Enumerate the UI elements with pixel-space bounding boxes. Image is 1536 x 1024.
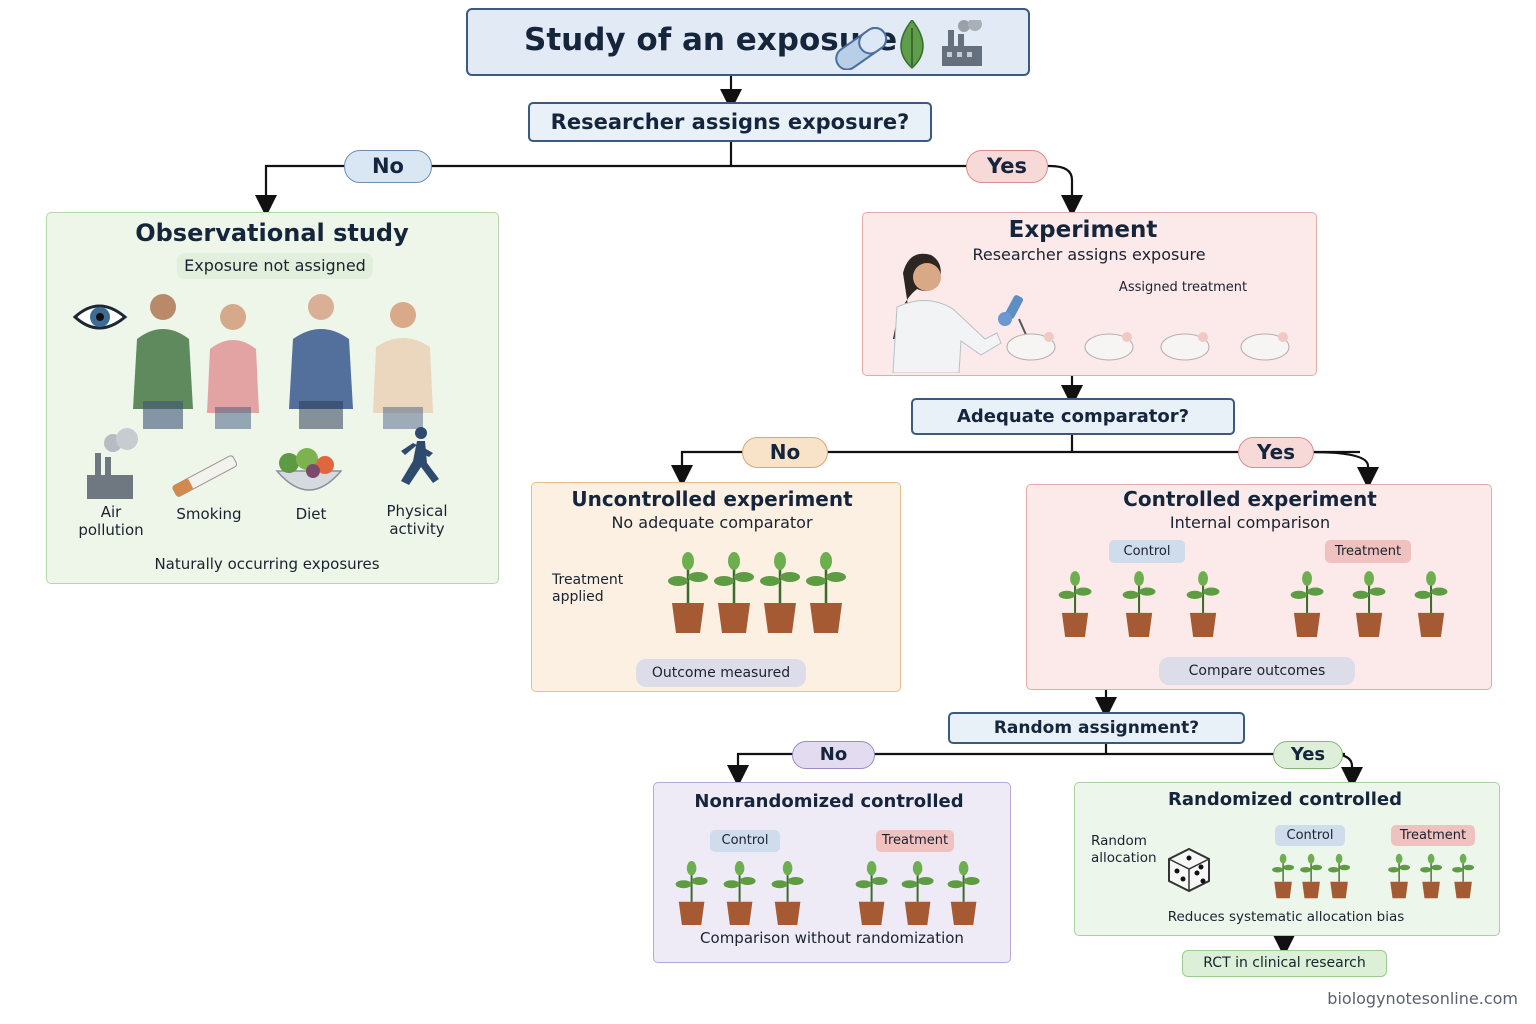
plant-pot-icon [947, 861, 980, 925]
question-researcher-assigns: Researcher assigns exposure? [528, 102, 932, 142]
nonrandomized-footer: Comparison without randomization [700, 929, 964, 947]
randomized-plants [1272, 853, 1475, 899]
nonrandomized-plants [675, 861, 980, 925]
uncontrolled-subtitle: No adequate comparator [611, 513, 813, 532]
plant-pot-icon [901, 861, 934, 925]
eye-icon [72, 304, 128, 330]
exposure-icons [835, 20, 982, 70]
plant-pot-icon [806, 552, 846, 633]
person-older-man-blue [289, 294, 353, 429]
capsule-icon [835, 26, 888, 70]
treatment-tag: Treatment [1325, 540, 1411, 563]
random-no-pill: No [792, 741, 875, 769]
title-box: Study of an exposure [466, 8, 1030, 76]
food-bowl-icon [275, 448, 343, 491]
comparator-yes-pill: Yes [1238, 437, 1314, 468]
plant-pot-icon [760, 552, 800, 633]
person-woman-beige [373, 302, 433, 429]
plant-pot-icon [855, 861, 888, 925]
plant-pot-icon [1452, 853, 1475, 899]
exposure-label-smoking: Smoking [176, 505, 242, 523]
plant-pot-icon [1058, 571, 1092, 637]
uncontrolled-title: Uncontrolled experiment [571, 487, 853, 511]
experiment-title: Experiment [1008, 217, 1158, 243]
controlled-title: Controlled experiment [1123, 487, 1377, 511]
question-adequate-comparator: Adequate comparator? [911, 398, 1235, 435]
person-woman-pink [207, 304, 259, 429]
pipette-icon [998, 295, 1028, 338]
plant-pot-icon [1186, 571, 1220, 637]
plant-pot-icon [1414, 571, 1448, 637]
assigned-treatment-label: Assigned treatment [1118, 280, 1248, 295]
factory-icon [87, 428, 138, 499]
watermark: biologynotesonline.com [1327, 989, 1518, 1008]
controlled-panel: Controlled experiment Internal compariso… [1026, 484, 1492, 690]
cigarette-icon [172, 455, 238, 497]
plant-pot-icon [723, 861, 756, 925]
plant-pot-icon [1388, 853, 1411, 899]
plant-pot-icon [668, 552, 708, 633]
controlled-plants [1058, 571, 1448, 637]
exposure-label-air-pollution: Air pollution [78, 503, 144, 539]
observational-study-panel: Observational study Exposure not assigne… [46, 212, 499, 584]
plant-pot-icon [1420, 853, 1443, 899]
random-yes-pill: Yes [1273, 741, 1343, 769]
runner-icon [401, 427, 439, 485]
rct-label: RCT in clinical research [1182, 950, 1387, 977]
randomized-footer: Reduces systematic allocation bias [1167, 909, 1405, 925]
plant-pot-icon [675, 861, 708, 925]
dice-icon [1168, 847, 1210, 893]
control-tag: Control [710, 830, 780, 852]
plants-row [668, 552, 846, 633]
plant-pot-icon [1300, 853, 1323, 899]
people-illustration [72, 294, 433, 429]
plant-pot-icon [771, 861, 804, 925]
nonrandomized-title: Nonrandomized controlled [694, 791, 964, 812]
comparator-no-pill: No [742, 437, 828, 468]
treatment-tag: Treatment [876, 830, 954, 852]
plant-pot-icon [1290, 571, 1324, 637]
treatment-applied-label: Treatment applied [552, 572, 624, 605]
plant-pot-icon [1352, 571, 1386, 637]
observational-subtitle: Exposure not assigned [177, 253, 373, 279]
exposure-label-physical-activity: Physical activity [386, 502, 448, 538]
compare-outcomes-label: Compare outcomes [1159, 657, 1355, 685]
observational-title: Observational study [135, 219, 409, 247]
treatment-tag: Treatment [1391, 825, 1475, 846]
plant-pot-icon [1328, 853, 1351, 899]
page-title: Study of an exposure [524, 22, 898, 58]
factory-icon [942, 20, 982, 66]
mouse-icon-3 [1160, 332, 1210, 361]
plant-pot-icon [1122, 571, 1156, 637]
person-man-green [133, 294, 193, 429]
random-allocation-label: Random allocation [1091, 833, 1157, 866]
nonrandomized-panel: Nonrandomized controlled Control Treatme… [653, 782, 1011, 963]
control-tag: Control [1275, 825, 1345, 846]
researcher-mice-illustration [892, 253, 1290, 373]
experiment-panel: Experiment Researcher assigns exposure A… [862, 212, 1317, 376]
uncontrolled-panel: Uncontrolled experiment No adequate comp… [531, 482, 901, 692]
outcome-measured-label: Outcome measured [636, 659, 806, 687]
experiment-subtitle: Researcher assigns exposure [972, 245, 1206, 264]
exposure-label-diet: Diet [295, 505, 327, 523]
controlled-subtitle: Internal comparison [1169, 513, 1331, 532]
question-random-assignment: Random assignment? [948, 712, 1245, 744]
randomized-panel: Randomized controlled Random allocation … [1074, 782, 1500, 936]
exposure-icons-row [87, 427, 439, 499]
control-tag: Control [1109, 540, 1185, 563]
leaf-icon [900, 20, 924, 70]
no-pill: No [344, 150, 432, 183]
observational-footer: Naturally occurring exposures [154, 555, 380, 573]
yes-pill: Yes [966, 150, 1048, 183]
mouse-icon-2 [1084, 332, 1134, 361]
researcher-figure [892, 253, 1002, 373]
mouse-icon-1 [1006, 332, 1056, 361]
mouse-icon-4 [1240, 332, 1290, 361]
plant-pot-icon [714, 552, 754, 633]
randomized-title: Randomized controlled [1168, 789, 1402, 810]
plant-pot-icon [1272, 853, 1295, 899]
